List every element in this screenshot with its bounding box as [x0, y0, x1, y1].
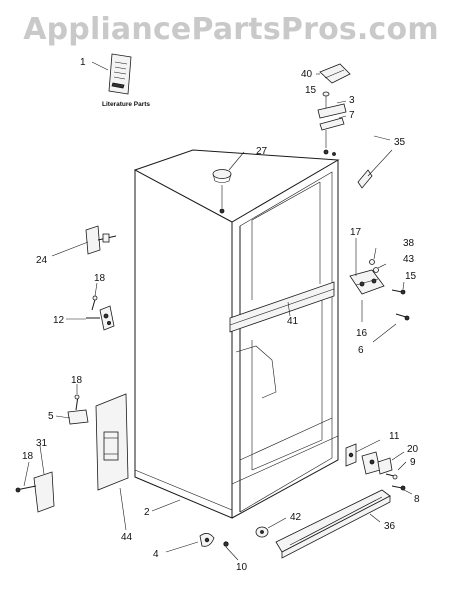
caption-literature-parts: Literature Parts: [102, 101, 150, 108]
label-15: 15: [305, 85, 317, 96]
label-4: 4: [153, 549, 159, 560]
leveler-bracket-24: [51, 225, 117, 257]
label-20: 20: [407, 444, 419, 455]
leader-1: [91, 61, 109, 71]
label-18: 18: [22, 451, 34, 462]
label-41: 41: [287, 316, 299, 327]
label-24: 24: [36, 255, 48, 266]
label-17: 17: [350, 227, 362, 238]
label-18: 18: [94, 273, 106, 284]
left-hinge-parts: [66, 282, 115, 331]
lower-left-hinge: [15, 384, 129, 531]
label-12: 12: [53, 315, 65, 326]
label-15: 15: [405, 271, 417, 282]
top-hinge-assembly: [316, 63, 351, 156]
label-9: 9: [410, 457, 416, 468]
label-40: 40: [301, 69, 313, 80]
lower-right-hinge: [345, 439, 413, 495]
label-44: 44: [121, 532, 133, 543]
label-3: 3: [349, 95, 355, 106]
label-42: 42: [290, 512, 302, 523]
leader-2: [151, 499, 181, 512]
label-38: 38: [403, 238, 415, 249]
label-36: 36: [384, 521, 396, 532]
label-7: 7: [349, 110, 355, 121]
cabinet: [133, 149, 340, 519]
label-1: 1: [80, 57, 86, 68]
base-grille: [275, 489, 391, 559]
label-10: 10: [236, 562, 248, 573]
leader-35: [373, 135, 391, 141]
label-43: 43: [403, 254, 415, 265]
front-roller-4: [165, 533, 239, 561]
hinge-cover-35: [357, 149, 393, 189]
label-2: 2: [144, 507, 150, 518]
label-31: 31: [36, 438, 48, 449]
literature-booklet: Literature Parts: [102, 53, 150, 108]
roller-42: [255, 517, 287, 538]
label-27: 27: [256, 146, 268, 157]
divider-mullion: [229, 281, 335, 333]
label-18: 18: [71, 375, 83, 386]
label-5: 5: [48, 411, 54, 422]
label-11: 11: [389, 431, 400, 442]
right-hinge-assembly: [349, 238, 410, 343]
label-8: 8: [414, 494, 420, 505]
label-6: 6: [358, 345, 364, 356]
label-35: 35: [394, 137, 406, 148]
top-cap-button: [212, 151, 245, 214]
label-16: 16: [356, 328, 368, 339]
watermark: AppliancePartsPros.com: [23, 12, 439, 47]
leader-41: [287, 301, 291, 317]
